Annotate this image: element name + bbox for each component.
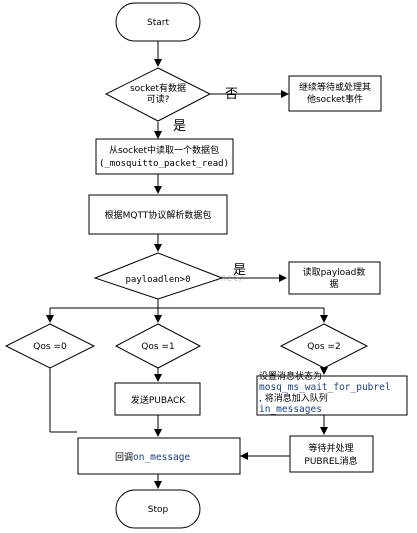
send-puback-node: 发送PUBACK (114, 382, 201, 416)
socket-readable-label-1: socket有数据 (130, 82, 186, 94)
yes-label: 是 (173, 119, 186, 134)
read-payload-label-1: 读取payload数 (303, 266, 366, 278)
on-message-code: on_message (133, 452, 190, 463)
qos2-decision: Qos =2 (279, 323, 369, 369)
qos0-decision: Qos =0 (4, 323, 96, 369)
parse-mqtt-label: 根据MQTT协议解析数据包 (105, 209, 212, 221)
edges (46, 41, 328, 489)
wait-pubrel-label-2: PUBREL消息 (304, 455, 357, 467)
stop-label: Stop (148, 505, 169, 515)
no-label: 否 (225, 87, 238, 102)
qos1-decision: Qos =1 (114, 323, 202, 369)
wait-other-events-node: 继续等待或处理其 他socket事件 (288, 75, 382, 112)
wait-pubrel-node: 等待并处理 PUBREL消息 (289, 435, 374, 473)
yes2-label: 是 (233, 263, 246, 278)
set-state-line-2: mosq_ms_wait_for_pubrel (259, 382, 391, 393)
read-packet-label-1: 从socket中读取一个数据包 (109, 144, 219, 156)
payloadlen-label: payloadlen>0 (125, 275, 190, 285)
on-message-label: 回调on_message (115, 452, 190, 463)
qos2-label: Qos =2 (307, 342, 340, 352)
read-packet-node: 从socket中读取一个数据包 (_mosquitto_packet_read) (95, 138, 234, 175)
read-payload-node: 读取payload数 据 (288, 261, 381, 295)
qos1-label: Qos =1 (141, 342, 174, 352)
start-label: Start (147, 18, 169, 28)
socket-readable-label-2: 可读? (147, 93, 170, 105)
wait-pubrel-label-1: 等待并处理 (308, 442, 353, 454)
set-state-line-3: , 将消息加入队列 (259, 392, 328, 404)
wait-other-label-2: 他socket事件 (307, 93, 363, 105)
parse-mqtt-node: 根据MQTT协议解析数据包 (88, 194, 228, 235)
set-state-line-4: in_messages (259, 404, 322, 415)
read-packet-label-2: (_mosquitto_packet_read) (99, 159, 229, 169)
wait-other-label-1: 继续等待或处理其 (299, 81, 371, 93)
set-message-state-node: 设置消息状态为 mosq_ms_wait_for_pubrel , 将消息加入队… (256, 370, 408, 416)
start-node: Start (115, 2, 201, 42)
socket-readable-decision: socket有数据 可读? (104, 67, 212, 122)
on-message-prefix: 回调 (115, 452, 133, 463)
stop-node: Stop (115, 489, 201, 529)
on-message-node: 回调on_message (77, 437, 241, 475)
qos0-label: Qos =0 (33, 342, 67, 352)
payloadlen-decision: payloadlen>0 (93, 252, 224, 300)
send-puback-label: 发送PUBACK (131, 394, 186, 406)
set-state-line-1: 设置消息状态为 (259, 370, 322, 382)
read-payload-label-2: 据 (329, 278, 338, 290)
